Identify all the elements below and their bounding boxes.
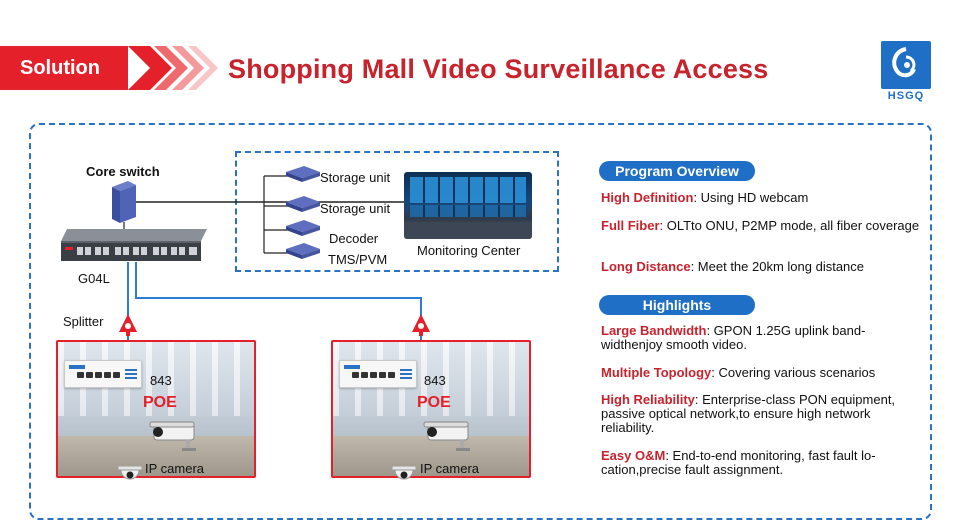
onu-device-icon: [339, 360, 417, 388]
highlight-item: Easy O&M: End-to-end monitoring, fast fa…: [601, 449, 923, 477]
onu-device-icon: [64, 360, 142, 388]
server-tower-icon: [112, 181, 136, 223]
highlight-item-title: High Reliability: [601, 392, 695, 407]
onu-model-left: 843: [150, 373, 172, 388]
highlight-item-title: Easy O&M: [601, 448, 666, 463]
overview-item: High Definition: Using HD webcam: [601, 191, 931, 205]
highlight-item-text: : Covering various scenarios: [711, 365, 876, 380]
overview-item-title: Full Fiber: [601, 218, 660, 233]
brand-logo-icon: [892, 47, 916, 78]
overview-item-text: : Meet the 20km long distance: [690, 259, 865, 274]
highlight-item-title: Large Bandwidth: [601, 323, 707, 338]
brand-logo-text: HSGQ: [887, 90, 925, 102]
onu-model-right: 843: [424, 373, 446, 388]
highlight-item-title: Multiple Topology: [601, 365, 712, 380]
camera-label-left: IP camera: [145, 461, 205, 476]
olt-switch-icon: [61, 229, 207, 261]
highlight-item: Large Bandwidth: GPON 1.25G uplink band-…: [601, 324, 901, 352]
page-title: Shopping Mall Video Surveillance Access: [228, 54, 769, 84]
poe-scene-left: [56, 340, 256, 478]
monitoring-center-label: Monitoring Center: [417, 243, 521, 258]
chevron-arrows-icon: [128, 46, 218, 90]
camera-label-right: IP camera: [420, 461, 480, 476]
decoder-label: Decoder: [329, 231, 379, 246]
splitter-icon: [412, 314, 430, 336]
splitter-label: Splitter: [63, 314, 104, 329]
program-overview-heading: Program Overview: [599, 161, 755, 181]
highlight-item: High Reliability: Enterprise-class PON e…: [601, 393, 901, 435]
highlight-item-text: : Enterprise-class PON equipment, passiv…: [601, 392, 896, 435]
monitoring-center-image: [404, 172, 532, 239]
tms-pvm-icon: [286, 243, 320, 259]
ip-camera-icon: [149, 421, 196, 451]
overview-item: Full Fiber: OLTto ONU, P2MP mode, all fi…: [601, 219, 931, 233]
decoder-icon: [286, 220, 320, 236]
brand-logo: [881, 41, 931, 89]
olt-model-label: G04L: [78, 271, 110, 286]
highlights-heading: Highlights: [599, 295, 755, 315]
tms-pvm-label: TMS/PVM: [328, 252, 388, 267]
dome-camera-icon: [118, 466, 142, 480]
core-switch-label: Core switch: [86, 164, 160, 179]
highlight-item: Multiple Topology: Covering various scen…: [601, 366, 931, 380]
highlight-item-text: : End-to-end monitoring, fast fault lo-c…: [601, 448, 876, 477]
storage-unit-icon: [286, 196, 320, 212]
monitoring-area-frame: [235, 151, 559, 272]
overview-item-title: Long Distance: [601, 259, 691, 274]
highlight-item-text: : GPON 1.25G uplink band-widthenjoy smoo…: [601, 323, 866, 352]
poe-label-left: POE: [143, 394, 177, 411]
storage-unit-2-label: Storage unit: [320, 201, 391, 216]
ip-camera-icon: [423, 421, 470, 451]
solution-frame: [29, 123, 932, 520]
solution-tab: Solution: [0, 46, 128, 90]
dome-camera-icon: [392, 466, 416, 480]
overview-item-text: : OLTto ONU, P2MP mode, all fiber covera…: [659, 218, 920, 233]
poe-scene-right: [331, 340, 531, 478]
storage-unit-1-label: Storage unit: [320, 170, 391, 185]
overview-item: Long Distance: Meet the 20km long distan…: [601, 260, 931, 274]
overview-item-text: : Using HD webcam: [693, 190, 809, 205]
storage-unit-icon: [286, 166, 320, 182]
splitter-icon: [119, 314, 137, 336]
poe-label-right: POE: [417, 394, 451, 411]
overview-item-title: High Definition: [601, 190, 694, 205]
